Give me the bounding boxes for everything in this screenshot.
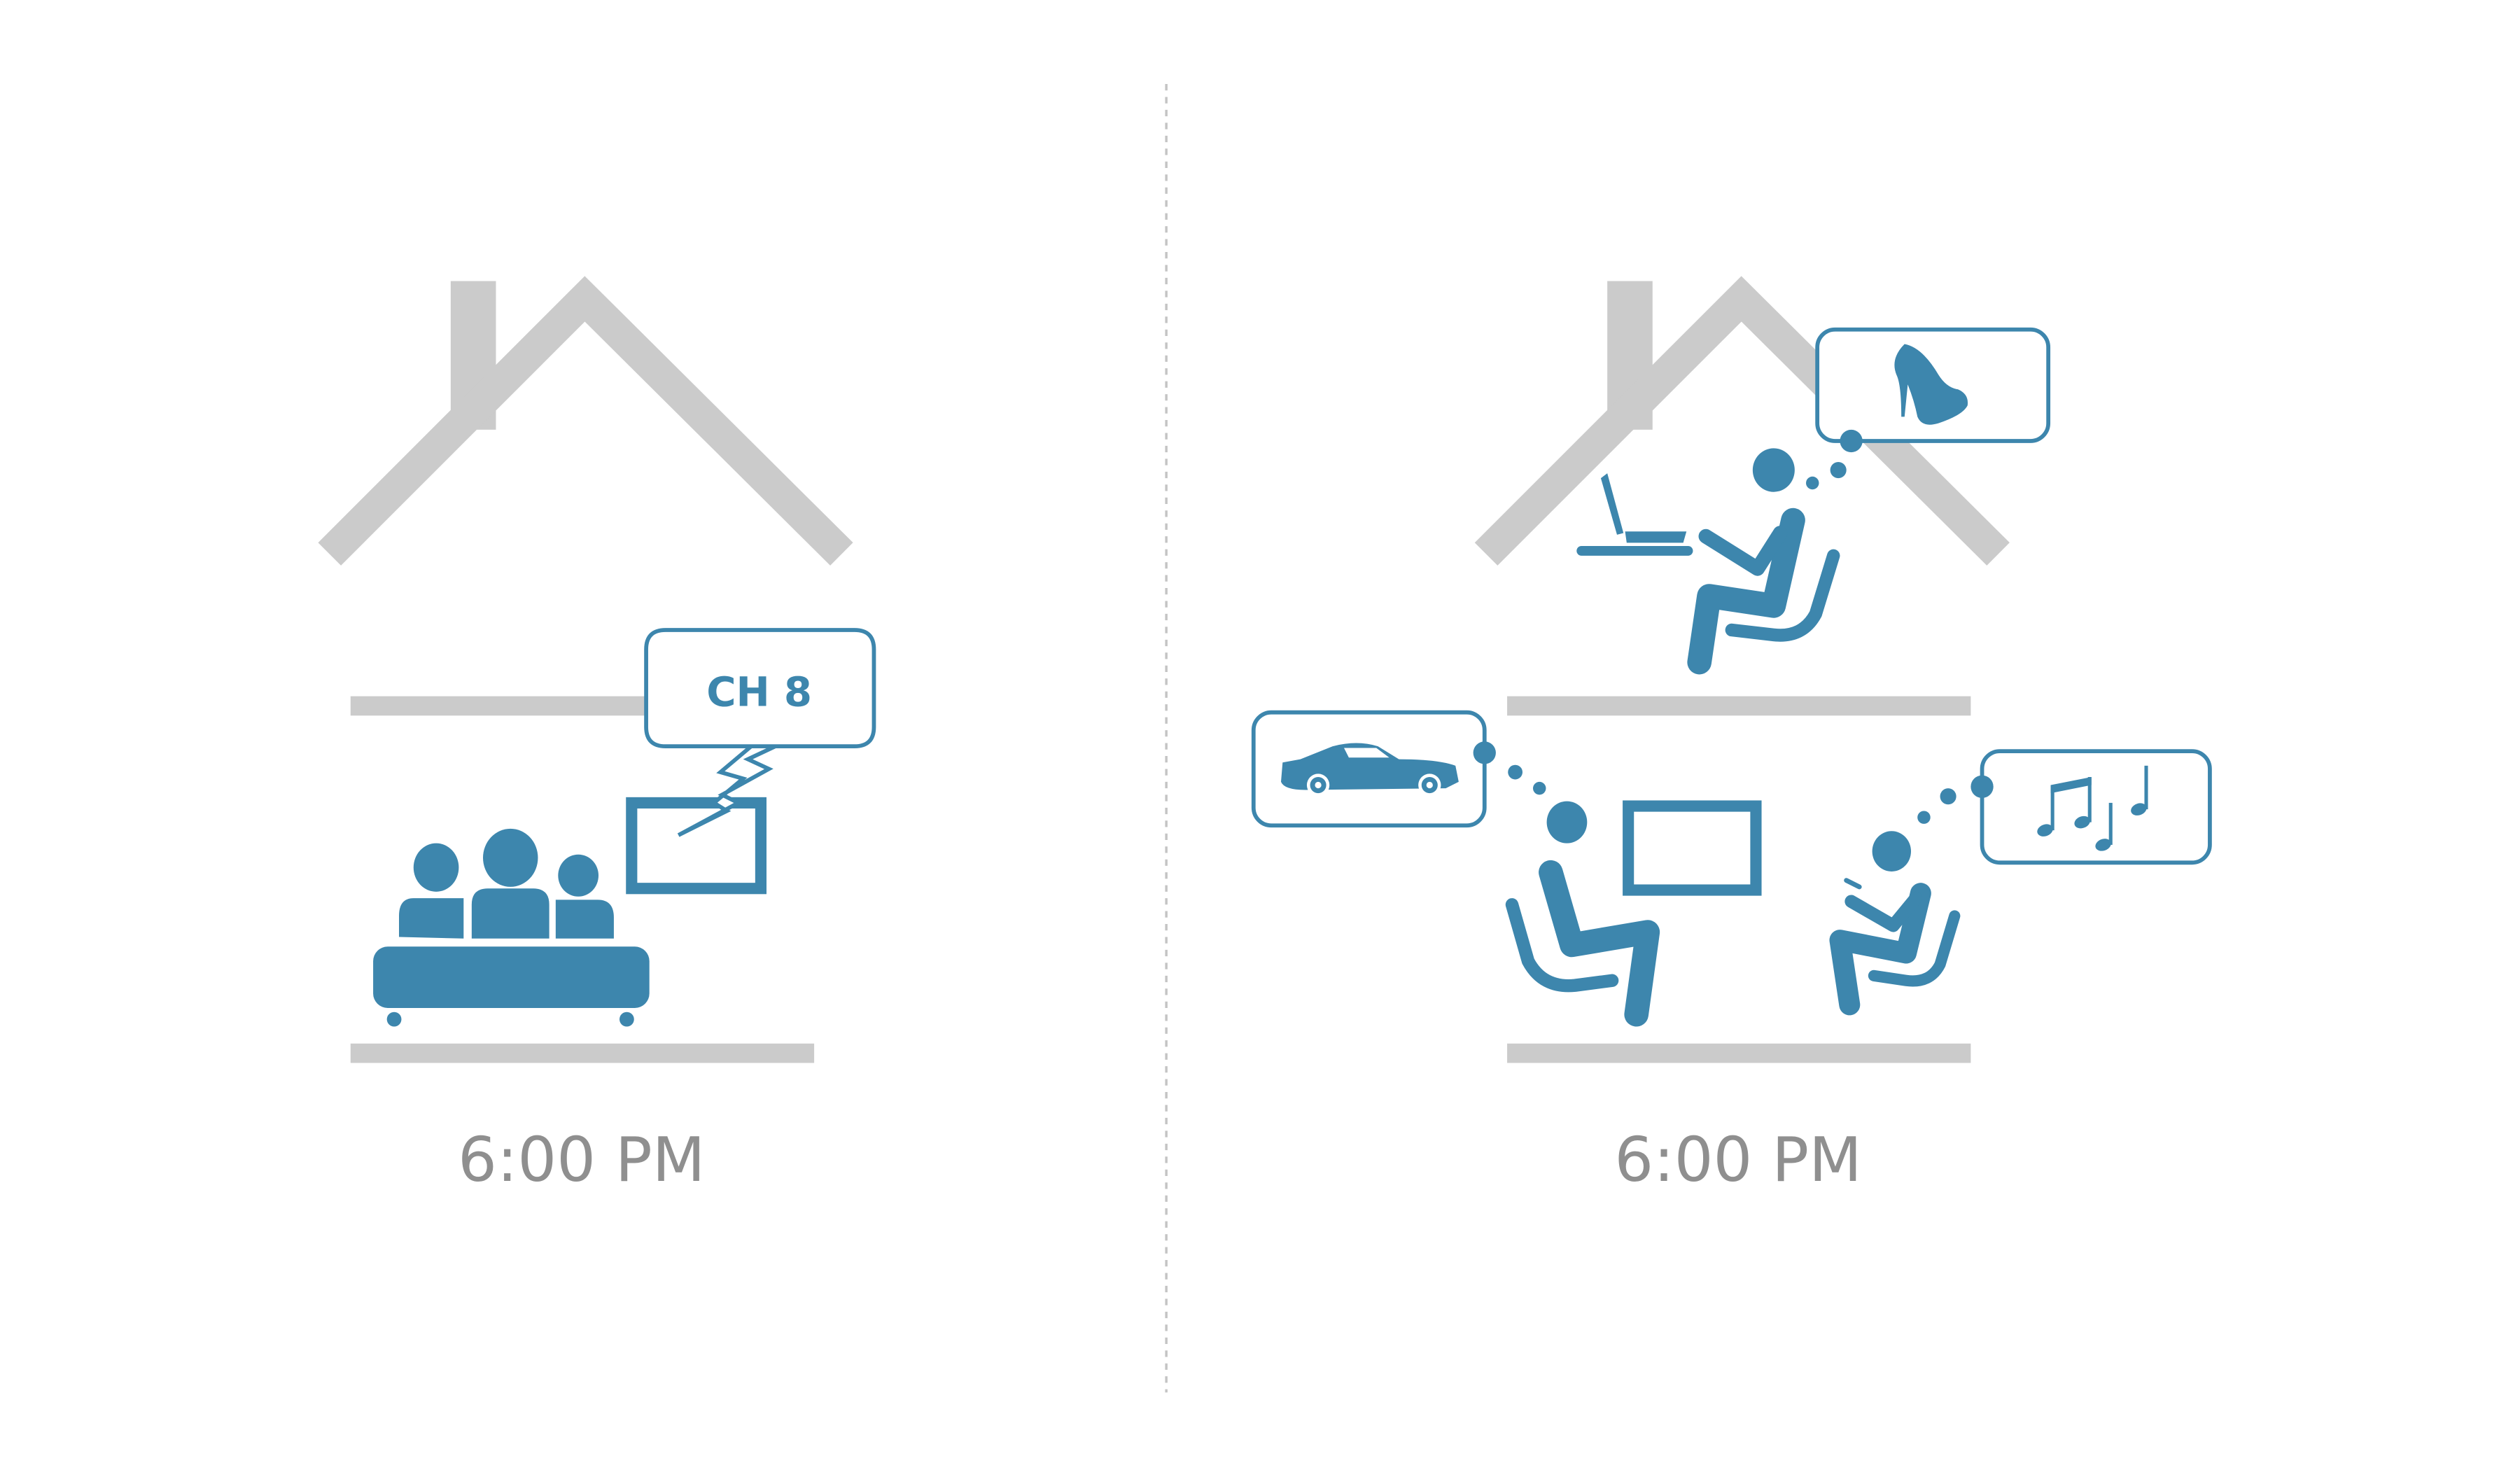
tv-icon [1623, 800, 1762, 896]
lightning-signal-icon [677, 744, 776, 837]
channel-label: CH 8 [706, 668, 812, 715]
music-notes-icon [2037, 765, 2148, 851]
family-on-sofa-icon [373, 828, 650, 1027]
tv-icon [626, 797, 766, 895]
house-left [318, 276, 853, 1063]
upper-floor [350, 696, 658, 716]
house-right [1474, 276, 2010, 1063]
person-watching-tv-icon [1505, 801, 1660, 1027]
time-label-right: 6:00 PM [1614, 1124, 1861, 1196]
car-thought-bubble [1251, 710, 1546, 828]
shoe-thought-bubble [1806, 327, 2051, 490]
roof [1474, 276, 2010, 566]
ground-floor [1507, 1043, 1971, 1063]
shoe-icon [1894, 344, 1968, 425]
left-scene: CH 8 6:00 PM [318, 276, 876, 1196]
upper-floor [1507, 696, 1971, 716]
channel-bubble: CH 8 [644, 628, 876, 749]
ground-floor [350, 1043, 815, 1063]
right-scene: 6:00 PM [1251, 276, 2212, 1196]
time-label-left: 6:00 PM [458, 1124, 705, 1196]
music-thought-bubble [1917, 749, 2212, 865]
roof [318, 276, 853, 566]
person-with-laptop-icon [1576, 448, 1840, 675]
person-with-phone-icon [1829, 831, 1961, 1016]
